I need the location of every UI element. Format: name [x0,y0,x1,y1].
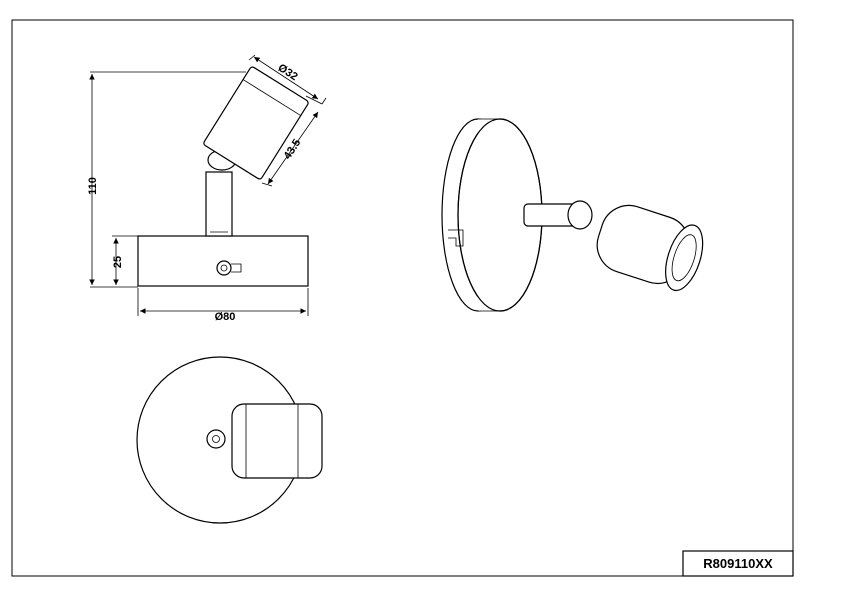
perspective-base-slot [448,229,464,247]
perspective-head [596,204,704,292]
side-view-base-screw [216,260,232,276]
base-height-label: 25 [112,256,124,268]
dimension-base-diameter: Ø80 [137,288,309,323]
base-diameter-label: Ø80 [215,311,236,323]
side-view-base-slot [231,263,242,273]
side-view [137,66,309,287]
top-view [136,356,323,524]
part-number: R809110XX [703,556,773,571]
perspective-joint [567,200,593,230]
total-height-label: 110 [87,177,99,195]
dimension-base-height: 25 [112,235,138,285]
head-diameter-label: Ø32 [276,62,300,83]
top-view-head [231,403,323,479]
perspective-view [441,118,704,312]
top-view-eyelet [206,429,226,449]
dimension-total-height: 110 [87,71,246,288]
side-view-screw-center [220,264,228,272]
side-view-stem [205,171,233,237]
part-number-box: R809110XX [682,550,794,577]
drawing-frame [11,19,794,577]
